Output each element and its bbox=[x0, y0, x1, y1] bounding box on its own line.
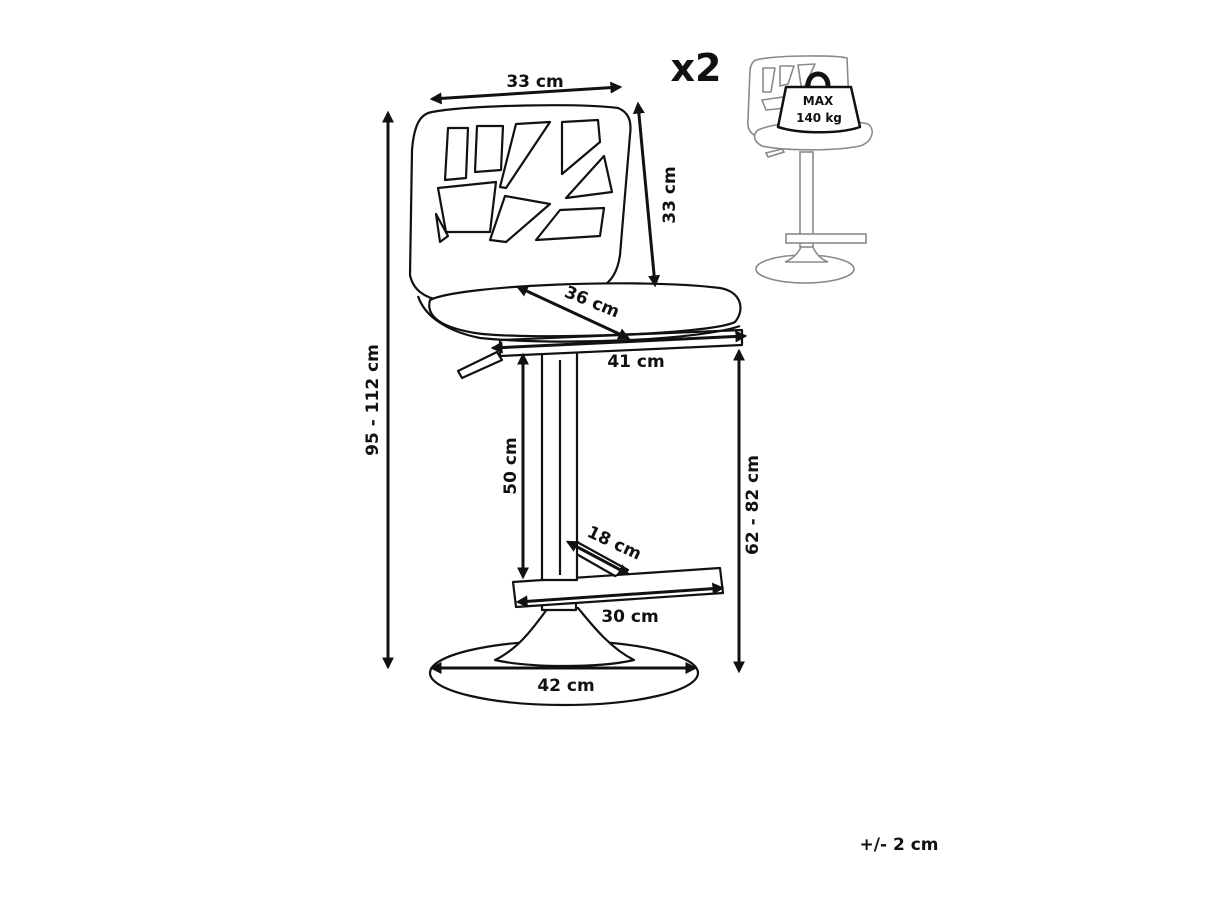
quantity-label: x2 bbox=[671, 46, 722, 90]
stool-drawing bbox=[408, 104, 744, 707]
label-column-height: 50 cm bbox=[501, 437, 521, 494]
label-base-diameter: 42 cm bbox=[537, 676, 594, 696]
label-total-height: 95 - 112 cm bbox=[363, 344, 383, 456]
max-load-thumbnail bbox=[747, 55, 873, 284]
dimension-lines bbox=[382, 81, 748, 674]
backrest-cutouts bbox=[434, 118, 614, 244]
label-footrest-width: 30 cm bbox=[601, 607, 658, 627]
label-backrest-width: 33 cm bbox=[506, 72, 563, 92]
label-seat-width: 41 cm bbox=[607, 352, 664, 372]
weight-icon bbox=[805, 71, 831, 87]
max-weight-label: 140 kg bbox=[796, 111, 842, 125]
height-lever bbox=[456, 350, 504, 380]
label-seat-height: 62 - 82 cm bbox=[743, 455, 763, 555]
max-label: MAX bbox=[803, 94, 834, 108]
label-backrest-height: 33 cm bbox=[660, 166, 680, 223]
tolerance-label: +/- 2 cm bbox=[860, 835, 939, 855]
backrest-shell bbox=[408, 104, 632, 302]
